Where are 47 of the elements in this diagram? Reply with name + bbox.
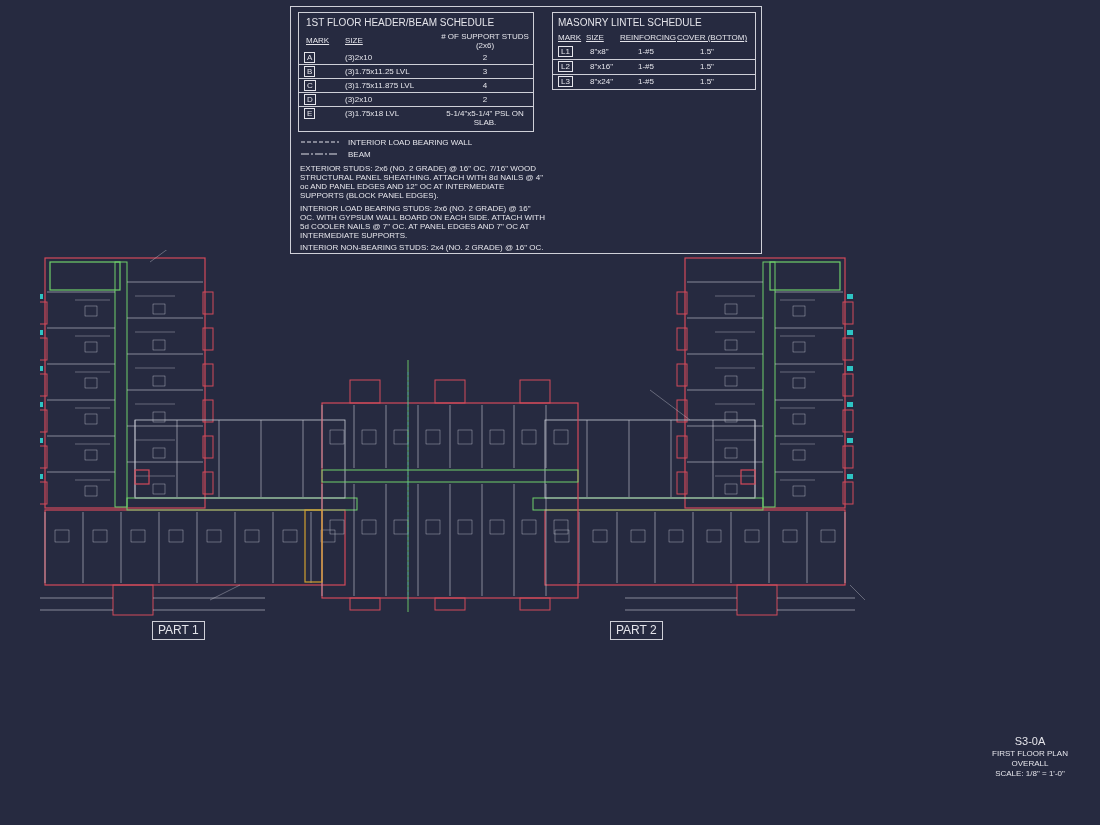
- legend-text: BEAM: [348, 150, 371, 159]
- scale-note: SCALE: 1/8" = 1'-0": [994, 770, 1066, 778]
- column-header: COVER (BOTTOM): [677, 33, 748, 42]
- table-title: 1ST FLOOR HEADER/BEAM SCHEDULE: [306, 17, 495, 28]
- mark-cell: L3: [558, 76, 573, 87]
- mark-cell: C: [304, 80, 316, 91]
- column-header: MARK: [306, 36, 330, 45]
- sheet-number: S3-0A: [1013, 736, 1047, 747]
- table-cell-text: 5-1/4"x5-1/4" PSL ON SLAB.: [445, 109, 525, 127]
- table-cell: (3)1.75x11.25 LVL: [345, 67, 410, 76]
- table-cell: 8"x8": [590, 47, 609, 56]
- legend-text: INTERIOR LOAD BEARING WALL: [348, 138, 473, 147]
- mark-cell: D: [304, 94, 316, 105]
- note-text: INTERIOR LOAD BEARING STUDS: 2x6 (NO. 2 GRADE) @ 16" OC. WITH GYPSUM WALL BOARD ON EACH SIDE. ATTACH WITH 5d COOLER NAILS @ 7" OC. AT PANEL EDGES AND 7" OC AT INTERMEDIATE SUPPORTS.: [300, 204, 545, 240]
- column-header: MARK: [558, 33, 582, 42]
- part-label: PART 2: [610, 621, 663, 640]
- mark-cell: L1: [558, 46, 573, 57]
- mark-cell: A: [304, 52, 316, 63]
- table-cell: (3)2x10: [345, 53, 373, 62]
- mark-cell: E: [304, 108, 316, 119]
- table-cell: 1-#5: [638, 47, 654, 56]
- note-text: INTERIOR NON-BEARING STUDS: 2x4 (NO. 2 GRADE) @ 16" OC.: [300, 243, 545, 252]
- table-cell: 1.5": [700, 47, 714, 56]
- table-title: MASONRY LINTEL SCHEDULE: [558, 17, 702, 28]
- table-cell-text: 2: [481, 53, 489, 62]
- mark-cell: L2: [558, 61, 573, 72]
- table-cell-text: 4: [481, 81, 489, 90]
- drawing-title: FIRST FLOOR PLAN: [991, 750, 1069, 758]
- mark-cell: B: [304, 66, 316, 77]
- table-cell: (3)1.75x11.875 LVL: [345, 81, 415, 90]
- table-cell: 1.5": [700, 77, 714, 86]
- part-label: PART 1: [152, 621, 205, 640]
- table-cell: 1-#5: [638, 77, 654, 86]
- column-header: SIZE: [586, 33, 604, 42]
- table-cell: (3)2x10: [345, 95, 373, 104]
- drawing-title: OVERALL: [1010, 760, 1050, 768]
- column-header: SIZE: [345, 36, 363, 45]
- table-cell-text: 2: [481, 95, 489, 104]
- note-text: EXTERIOR STUDS: 2x6 (NO. 2 GRADE) @ 16" OC. 7/16" WOOD STRUCTURAL PANEL SHEATHING. ATTACH WITH 8d NAILS @ 4" oc AND PANEL EDGES AND 12" OC AT INTERMEDIATE SUPPORTS (BLOCK PANEL EDGES).: [300, 164, 545, 200]
- table-cell-text: 3: [481, 67, 489, 76]
- table-cell: 1-#5: [638, 62, 654, 71]
- table-cell: 1.5": [700, 62, 714, 71]
- column-header: # OF SUPPORT STUDS (2x6): [440, 32, 530, 50]
- column-header: REINFORCING: [620, 33, 676, 42]
- table-cell: 8"x16": [590, 62, 614, 71]
- table-cell: (3)1.75x18 LVL: [345, 109, 400, 118]
- table-cell: 8"x24": [590, 77, 614, 86]
